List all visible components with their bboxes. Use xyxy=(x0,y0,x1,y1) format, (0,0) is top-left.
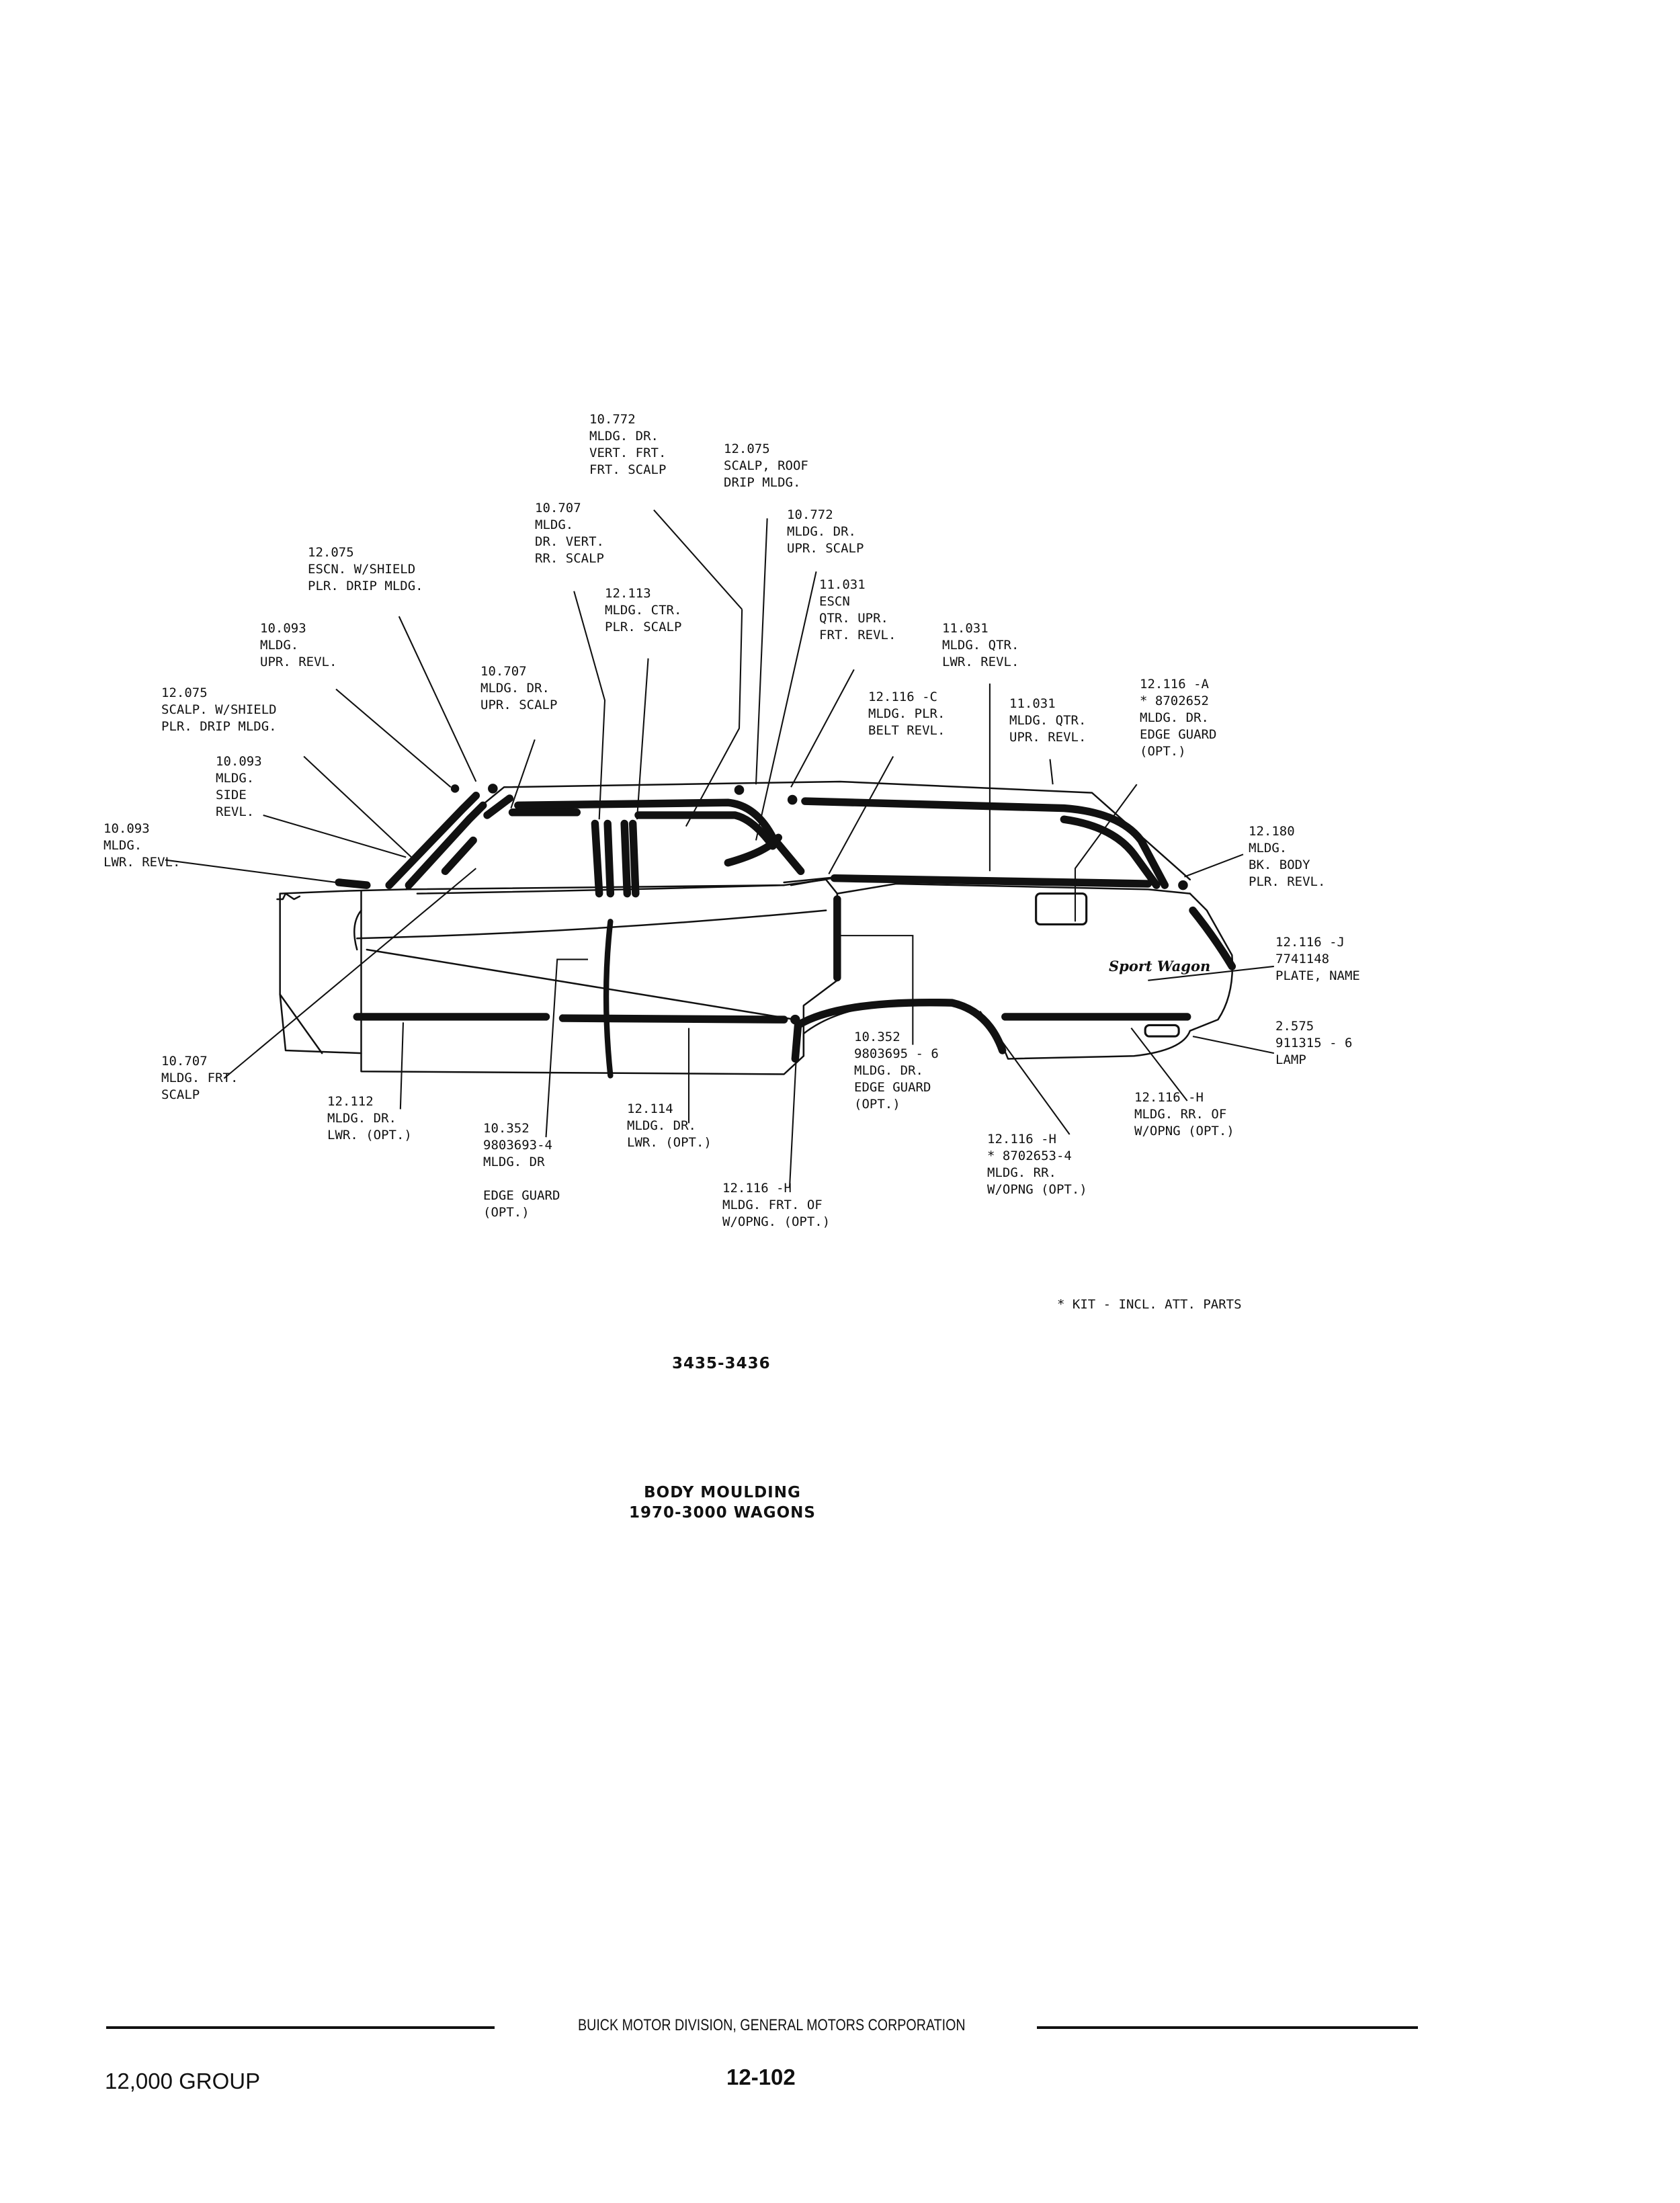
leader-lines xyxy=(165,509,1275,1188)
callout-10093-upr-revl: 10.093 MLDG. UPR. REVL. xyxy=(260,621,337,669)
callout-10093-lwr-revl: 10.093 MLDG. LWR. REVL. xyxy=(103,821,181,870)
page-title: BODY MOULDING 1970-3000 WAGONS xyxy=(625,1483,820,1523)
footer-rule-left xyxy=(106,2026,495,2029)
callout-12116c-plr-belt: 12.116 -C MLDG. PLR. BELT REVL. xyxy=(868,690,946,738)
callout-12116h-rr-kit: 12.116 -H * 8702653-4 MLDG. RR. W/OPNG (… xyxy=(987,1132,1087,1197)
callout-2575-lamp: 2.575 911315 - 6 LAMP xyxy=(1275,1019,1353,1067)
callout-12075-escn-shield: 12.075 ESCN. W/SHIELD PLR. DRIP MLDG. xyxy=(308,545,423,593)
callout-10707-rr-scalp: 10.707 MLDG. DR. VERT. RR. SCALP xyxy=(535,501,604,566)
callout-12075-scalp-shield: 12.075 SCALP. W/SHIELD PLR. DRIP MLDG. xyxy=(161,685,277,734)
callout-10707-dr-upr: 10.707 MLDG. DR. UPR. SCALP xyxy=(480,664,558,712)
callout-12114-dr-lwr: 12.114 MLDG. DR. LWR. (OPT.) xyxy=(627,1102,712,1150)
footer-group: 12,000 GROUP xyxy=(105,2069,261,2093)
callout-12180-bk-body: 12.180 MLDG. BK. BODY PLR. REVL. xyxy=(1249,824,1326,889)
callout-11031-qtr-upr: 11.031 MLDG. QTR. UPR. REVL. xyxy=(1009,696,1087,745)
callout-10093-side-revl: 10.093 MLDG. SIDE REVL. xyxy=(216,754,262,819)
plate-number: 3435-3436 xyxy=(672,1355,771,1372)
callout-10707-frt-scalp: 10.707 MLDG. FRT. SCALP xyxy=(161,1054,239,1102)
callout-12116h-rr-opng: 12.116 -H MLDG. RR. OF W/OPNG (OPT.) xyxy=(1134,1090,1234,1138)
callout-11031-escn-qtr: 11.031 ESCN QTR. UPR. FRT. REVL. xyxy=(819,577,896,642)
title-line-2: 1970-3000 WAGONS xyxy=(629,1504,816,1522)
footer-page-number: 12-102 xyxy=(726,2065,796,2089)
callout-12116j-name-plate: 12.116 -J 7741148 PLATE, NAME xyxy=(1275,935,1360,983)
callout-10772-frt-scalp: 10.772 MLDG. DR. VERT. FRT. FRT. SCALP xyxy=(589,412,667,477)
callout-12113-ctr-plr: 12.113 MLDG. CTR. PLR. SCALP xyxy=(605,586,682,634)
title-line-1: BODY MOULDING xyxy=(644,1484,801,1501)
sport-wagon-badge: Sport Wagon xyxy=(1109,958,1211,974)
callout-10772-upr-scalp: 10.772 MLDG. DR. UPR. SCALP xyxy=(787,507,864,556)
footer-company: BUICK MOTOR DIVISION, GENERAL MOTORS COR… xyxy=(578,2016,966,2034)
callout-10352-edge-guard-frt: 10.352 9803693-4 MLDG. DR EDGE GUARD (OP… xyxy=(483,1121,560,1220)
callout-12075-roof-drip: 12.075 SCALP, ROOF DRIP MLDG. xyxy=(724,442,808,490)
kit-note: * KIT - INCL. ATT. PARTS xyxy=(1057,1297,1242,1312)
door-pillar-curve xyxy=(603,919,614,1079)
footer-rule-right xyxy=(1037,2026,1418,2029)
callout-12112-dr-lwr: 12.112 MLDG. DR. LWR. (OPT.) xyxy=(327,1094,412,1142)
mouldings xyxy=(335,792,1236,1063)
callout-10352-edge-guard-rr: 10.352 9803695 - 6 MLDG. DR. EDGE GUARD … xyxy=(854,1030,939,1112)
callout-12116h-frt-opng: 12.116 -H MLDG. FRT. OF W/OPNG. (OPT.) xyxy=(722,1181,831,1229)
callout-11031-qtr-lwr: 11.031 MLDG. QTR. LWR. REVL. xyxy=(942,621,1019,669)
callout-12116a-edge-guard: 12.116 -A * 8702652 MLDG. DR. EDGE GUARD… xyxy=(1140,677,1217,759)
